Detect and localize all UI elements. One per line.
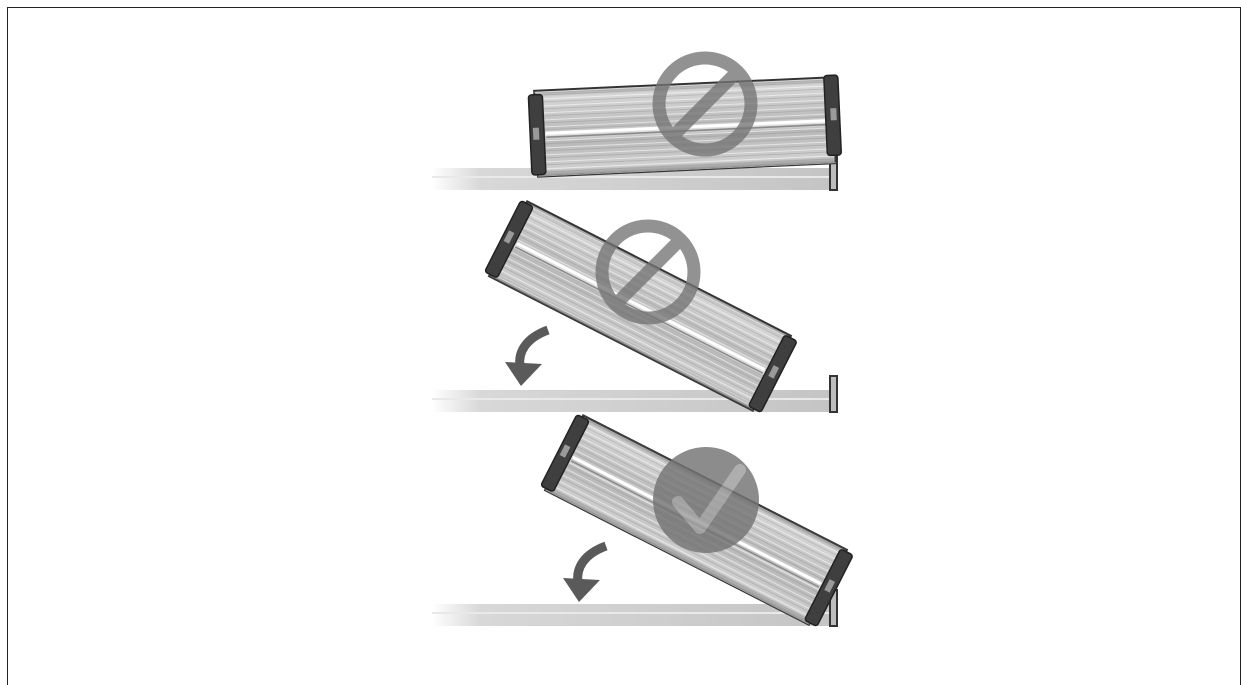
memory-module (484, 200, 797, 413)
motion-arrow (505, 325, 550, 386)
mounting-rail (432, 589, 838, 627)
panel-flat (432, 51, 842, 191)
prohibited-icon (595, 219, 701, 325)
prohibited-icon (652, 51, 758, 157)
panel-tilted-away (432, 200, 838, 413)
panel-tilted-into-lip (432, 414, 853, 627)
check-icon (653, 447, 759, 553)
motion-arrow (563, 541, 608, 602)
